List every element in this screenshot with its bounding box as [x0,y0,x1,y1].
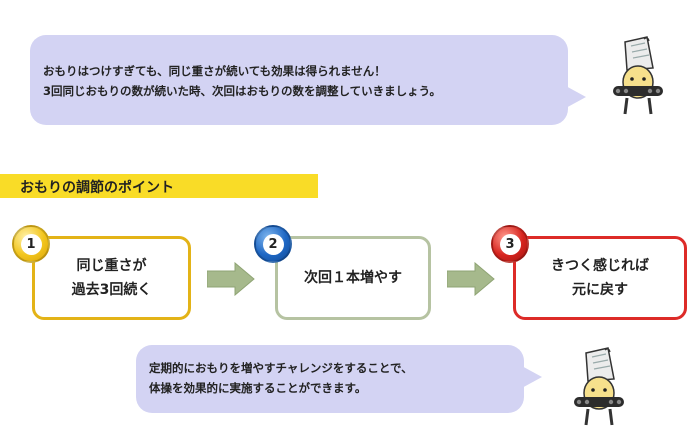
step-1-badge: 1 [12,225,50,263]
top-speech-bubble: おもりはつけすぎても、同じ重さが続いても効果は得られません！ 3回同じおもりの数… [30,35,586,125]
step-1-box: 同じ重さが 過去3回続く [32,236,191,320]
step-3-text: きつく感じれば 元に戻す [551,258,649,298]
step-2-number: 2 [262,233,284,255]
step-2-box: 次回１本増やす [275,236,431,320]
bubble-tail [564,85,586,109]
bottom-message-line2: 体操を効果的に実施することができます。 [149,381,367,395]
section-title: おもりの調節のポイント [20,180,174,196]
step-1-text: 同じ重さが 過去3回続く [71,258,152,298]
step-1-number: 1 [20,233,42,255]
top-message-line1: おもりはつけすぎても、同じ重さが続いても効果は得られません！ [43,64,386,78]
top-message-line2: 3回同じおもりの数が続いた時、次回はおもりの数を調整していきましょう。 [43,84,441,98]
arrow-right-icon [207,262,255,296]
step-3-number: 3 [499,233,521,255]
arrow-right-icon [447,262,495,296]
step-2-text: 次回１本増やす [304,270,402,286]
bottom-message: 定期的におもりを増やすチャレンジをすることで、 体操を効果的に実施することができ… [149,358,413,398]
step-3-badge: 3 [491,225,529,263]
step-2-badge: 2 [254,225,292,263]
bottom-message-line1: 定期的におもりを増やすチャレンジをすることで、 [149,361,413,375]
mascot-icon [574,347,624,426]
section-header: おもりの調節のポイント [0,174,318,198]
top-message: おもりはつけすぎても、同じ重さが続いても効果は得られません！ 3回同じおもりの数… [43,61,441,101]
mascot-icon [613,36,663,115]
bottom-speech-bubble: 定期的におもりを増やすチャレンジをすることで、 体操を効果的に実施することができ… [136,345,542,413]
bubble-tail [520,365,542,389]
step-3-box: きつく感じれば 元に戻す [513,236,687,320]
